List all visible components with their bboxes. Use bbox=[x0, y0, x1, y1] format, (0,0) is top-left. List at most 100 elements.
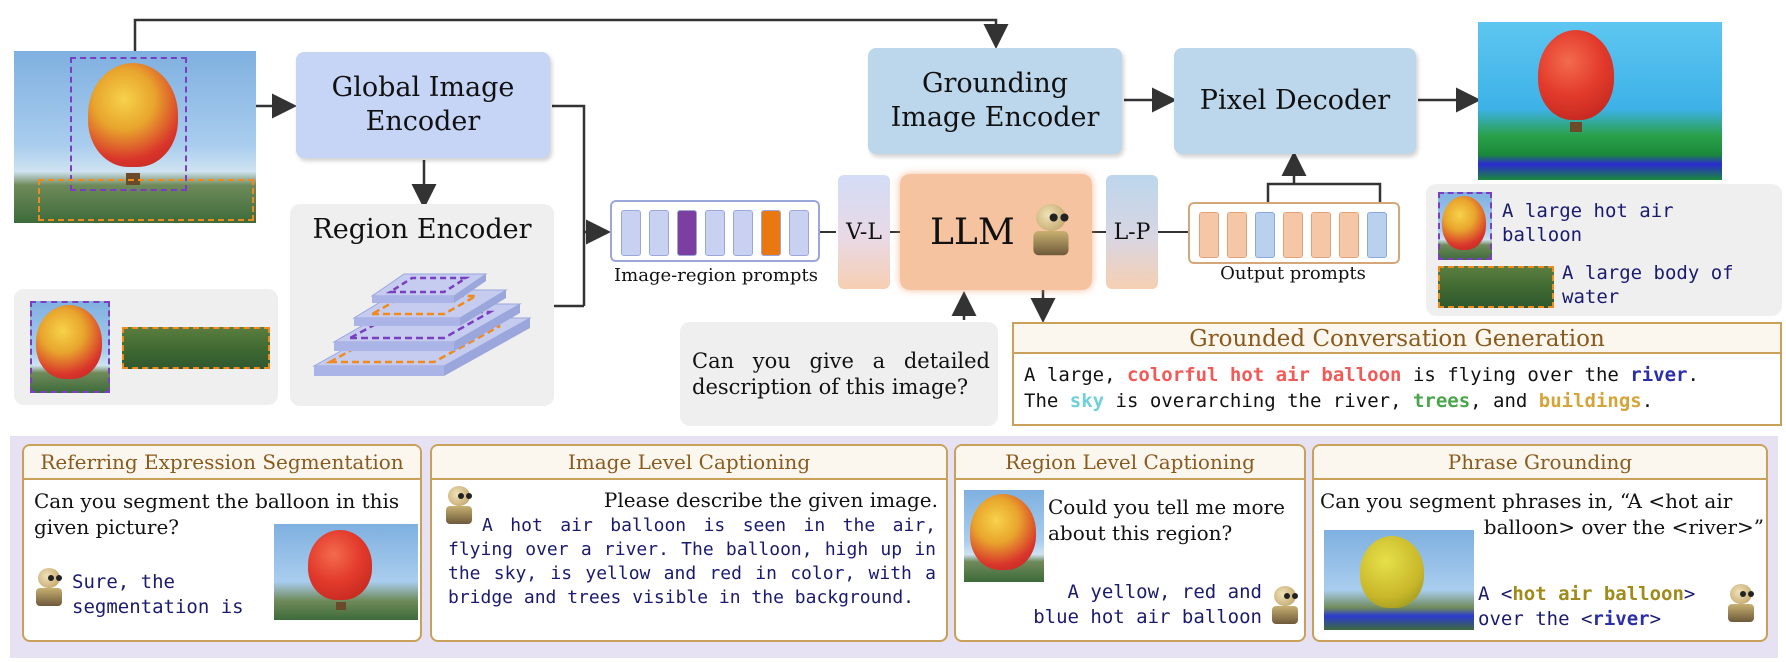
task-question: Could you tell me more about this region… bbox=[1048, 495, 1285, 545]
region-image bbox=[964, 490, 1044, 582]
robot-icon bbox=[1028, 204, 1074, 258]
phrase-grounding-image bbox=[1324, 530, 1474, 630]
prompt-token bbox=[705, 210, 725, 256]
output-seg-token bbox=[1255, 212, 1275, 258]
output-prompts-box bbox=[1188, 202, 1400, 264]
task-answer: Sure, the segmentation is bbox=[72, 570, 244, 619]
gcg-phrase-buildings: buildings bbox=[1538, 390, 1642, 412]
water-crop bbox=[122, 327, 270, 369]
output-segmented-image bbox=[1478, 22, 1722, 180]
region-encoder-panel: Region Encoder bbox=[290, 204, 554, 406]
task-image-level-captioning: Image Level Captioning Please describe t… bbox=[430, 444, 948, 642]
gcg-line-1: A large, colorful hot air balloon is fly… bbox=[1024, 362, 1774, 388]
task-answer-line: blue hot air balloon bbox=[1033, 605, 1262, 628]
region-layers-graphic bbox=[312, 273, 532, 376]
task-title: Region Level Captioning bbox=[956, 446, 1304, 480]
image-region-prompts-box bbox=[610, 200, 820, 262]
gcg-seg: . bbox=[1687, 364, 1699, 386]
global-image-encoder: Global Image Encoder bbox=[296, 52, 550, 158]
task-answer-line: over the <river> bbox=[1478, 607, 1695, 632]
output-seg-token bbox=[1367, 212, 1387, 258]
segmentation-image bbox=[274, 524, 418, 620]
answer-phrase-river: river bbox=[1592, 607, 1650, 630]
task-answer-text: A hot air balloon is seen in the air, fl… bbox=[448, 515, 936, 608]
gcg-line-2: The sky is overarching the river, trees,… bbox=[1024, 388, 1774, 414]
grounding-image-encoder: Grounding Image Encoder bbox=[868, 48, 1122, 154]
answer-seg: > bbox=[1683, 583, 1696, 605]
answer-phrase-balloon: hot air balloon bbox=[1512, 583, 1684, 605]
output-prompts-label: Output prompts bbox=[1220, 263, 1366, 284]
gcg-phrase-balloon: colorful hot air balloon bbox=[1126, 364, 1402, 386]
prompt-token bbox=[789, 210, 809, 256]
task-answer: A yellow, red and blue hot air balloon bbox=[1033, 580, 1262, 629]
input-image bbox=[14, 51, 256, 223]
robot-icon bbox=[1724, 584, 1758, 624]
task-question-line: Can you segment phrases in, “A <hot air bbox=[1320, 489, 1733, 513]
balloon-region-box bbox=[70, 57, 187, 191]
output-token bbox=[1339, 212, 1359, 258]
robot-icon bbox=[32, 568, 66, 608]
lp-projection: L-P bbox=[1106, 175, 1158, 289]
task-title: Referring Expression Segmentation bbox=[24, 446, 420, 480]
image-region-prompts-label: Image-region prompts bbox=[614, 265, 818, 286]
gcg-seg: is overarching the river, bbox=[1104, 390, 1413, 412]
answer-seg: > bbox=[1649, 607, 1662, 630]
task-question: Can you segment phrases in, “A <hot air … bbox=[1320, 488, 1764, 540]
task-title: Image Level Captioning bbox=[432, 446, 946, 480]
region-crops-panel bbox=[14, 289, 278, 405]
task-answer-line: A yellow, red and bbox=[1067, 581, 1262, 603]
water-region-box bbox=[38, 179, 254, 221]
llm-label: LLM bbox=[930, 211, 1015, 253]
output-token bbox=[1199, 212, 1219, 258]
gcg-text: A large, colorful hot air balloon is fly… bbox=[1024, 362, 1774, 414]
prompt-token bbox=[621, 210, 641, 256]
task-answer: A hot air balloon is seen in the air, fl… bbox=[448, 514, 936, 610]
gcg-seg: , and bbox=[1470, 390, 1539, 412]
region-encoder-title: Region Encoder bbox=[312, 214, 532, 245]
gcg-phrase-river: river bbox=[1630, 364, 1688, 386]
gcg-panel: Grounded Conversation Generation A large… bbox=[1012, 322, 1782, 426]
gcg-seg: The bbox=[1024, 390, 1070, 412]
prompt-token-region-purple bbox=[677, 210, 697, 256]
task-phrase-grounding: Phrase Grounding Can you segment phrases… bbox=[1312, 444, 1768, 642]
gcg-seg: A large, bbox=[1024, 364, 1127, 386]
prompt-token-region-orange bbox=[761, 210, 781, 256]
task-question: Please describe the given image. bbox=[603, 488, 938, 512]
legend-balloon-swatch bbox=[1438, 192, 1492, 260]
task-region-level-captioning: Region Level Captioning Could you tell m… bbox=[954, 444, 1306, 642]
legend-text-1: A large hot air balloon bbox=[1502, 200, 1674, 246]
output-token bbox=[1227, 212, 1247, 258]
task-answer-line: Sure, the bbox=[72, 571, 175, 593]
answer-seg: A < bbox=[1478, 583, 1513, 605]
robot-icon bbox=[442, 486, 476, 526]
robot-icon bbox=[1268, 586, 1302, 626]
gcg-phrase-trees: trees bbox=[1412, 390, 1471, 412]
llm-box: LLM bbox=[900, 174, 1092, 290]
answer-seg: over the < bbox=[1478, 607, 1593, 630]
task-referring-expression-segmentation: Referring Expression Segmentation Can yo… bbox=[22, 444, 422, 642]
task-answer-line: A <hot air balloon> bbox=[1478, 582, 1695, 607]
output-token bbox=[1311, 212, 1331, 258]
balloon-graphic bbox=[88, 63, 178, 167]
gcg-seg: . bbox=[1641, 390, 1654, 412]
balloon-crop bbox=[30, 301, 110, 393]
legend-text-2: A large body of water bbox=[1562, 262, 1734, 308]
legend-panel: A large hot air balloon A large body of … bbox=[1426, 184, 1782, 316]
task-answer: A <hot air balloon> over the <river> bbox=[1478, 582, 1695, 631]
legend-water-swatch bbox=[1438, 266, 1554, 308]
user-question-panel: Can you give a detailed description of t… bbox=[680, 322, 998, 426]
prompt-token bbox=[733, 210, 753, 256]
gcg-title: Grounded Conversation Generation bbox=[1014, 324, 1780, 354]
pixel-decoder: Pixel Decoder bbox=[1174, 48, 1416, 154]
gcg-phrase-sky: sky bbox=[1069, 390, 1105, 412]
user-question-text: Can you give a detailed description of t… bbox=[692, 349, 990, 400]
task-title: Phrase Grounding bbox=[1314, 446, 1766, 480]
task-question: Can you segment the balloon in this give… bbox=[34, 489, 400, 539]
gcg-seg: is flying over the bbox=[1401, 364, 1631, 386]
vl-projection: V-L bbox=[838, 175, 890, 289]
output-token bbox=[1283, 212, 1303, 258]
task-answer-line: segmentation is bbox=[72, 595, 244, 618]
task-question-line: balloon> over the <river>” bbox=[1483, 515, 1764, 539]
prompt-token bbox=[649, 210, 669, 256]
